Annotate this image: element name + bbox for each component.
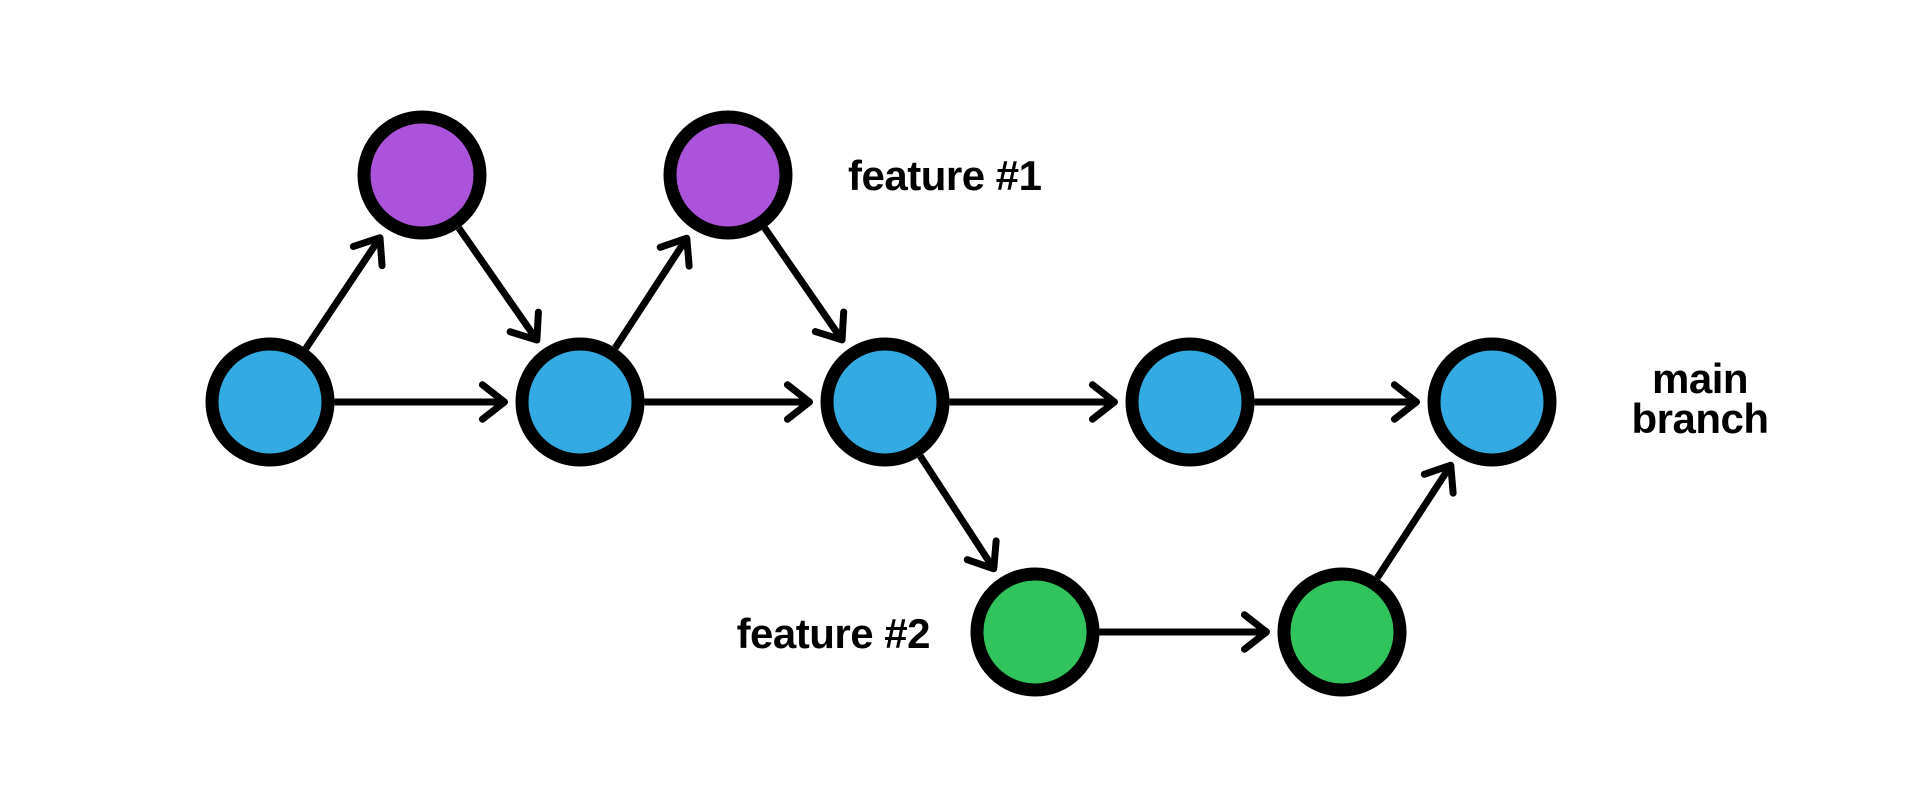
commit-edge-main-3-to-main-4 — [949, 381, 1118, 423]
arrowhead-icon — [783, 381, 813, 423]
arrowhead-icon — [1390, 381, 1420, 423]
commit-edge-feature2-1-to-feature2-2 — [1099, 611, 1270, 653]
commit-node-main-2 — [515, 337, 645, 467]
commit-edge-feature2-2-to-main-5 — [1374, 461, 1457, 580]
arrowhead-icon — [506, 308, 542, 344]
arrowhead-icon — [1240, 611, 1270, 653]
branch-label-feature-2: feature #2 — [737, 610, 930, 657]
commit-node-main-1 — [205, 337, 335, 467]
commit-edge-main-4-to-main-5 — [1254, 381, 1420, 423]
arrowhead-icon — [1420, 461, 1457, 497]
commit-edge-main-1-to-feature1-1 — [302, 234, 386, 351]
arrowhead-icon — [349, 234, 386, 270]
arrowhead-icon — [656, 234, 693, 270]
arrow-shaft — [917, 454, 997, 571]
commit-node-feature2-2 — [1277, 567, 1407, 697]
commit-edge-main-1-to-main-2 — [334, 381, 508, 423]
commit-edge-feature1-2-to-main-3 — [761, 226, 848, 344]
commit-edge-main-3-to-feature2-1 — [917, 454, 1000, 573]
branch-label-feature-1: feature #1 — [848, 152, 1042, 199]
arrow-shaft — [302, 235, 383, 351]
arrowhead-icon — [963, 537, 1000, 573]
commit-node-feature1-1 — [357, 110, 487, 240]
arrow-shaft — [1374, 463, 1454, 580]
commit-node-main-5 — [1427, 337, 1557, 467]
commit-node-feature1-2 — [663, 110, 793, 240]
arrowhead-icon — [1088, 381, 1118, 423]
commit-node-main-3 — [820, 337, 950, 467]
arrow-shaft — [612, 236, 690, 350]
arrow-shaft — [455, 225, 540, 343]
arrowhead-icon — [478, 381, 508, 423]
arrow-shaft — [761, 226, 845, 342]
commit-edge-main-2-to-main-3 — [644, 381, 813, 423]
commit-node-feature2-1 — [970, 567, 1100, 697]
arrowhead-icon — [811, 308, 848, 344]
commit-edge-main-2-to-feature1-2 — [612, 234, 693, 350]
commit-node-main-4 — [1125, 337, 1255, 467]
commit-edge-feature1-1-to-main-2 — [455, 225, 542, 344]
